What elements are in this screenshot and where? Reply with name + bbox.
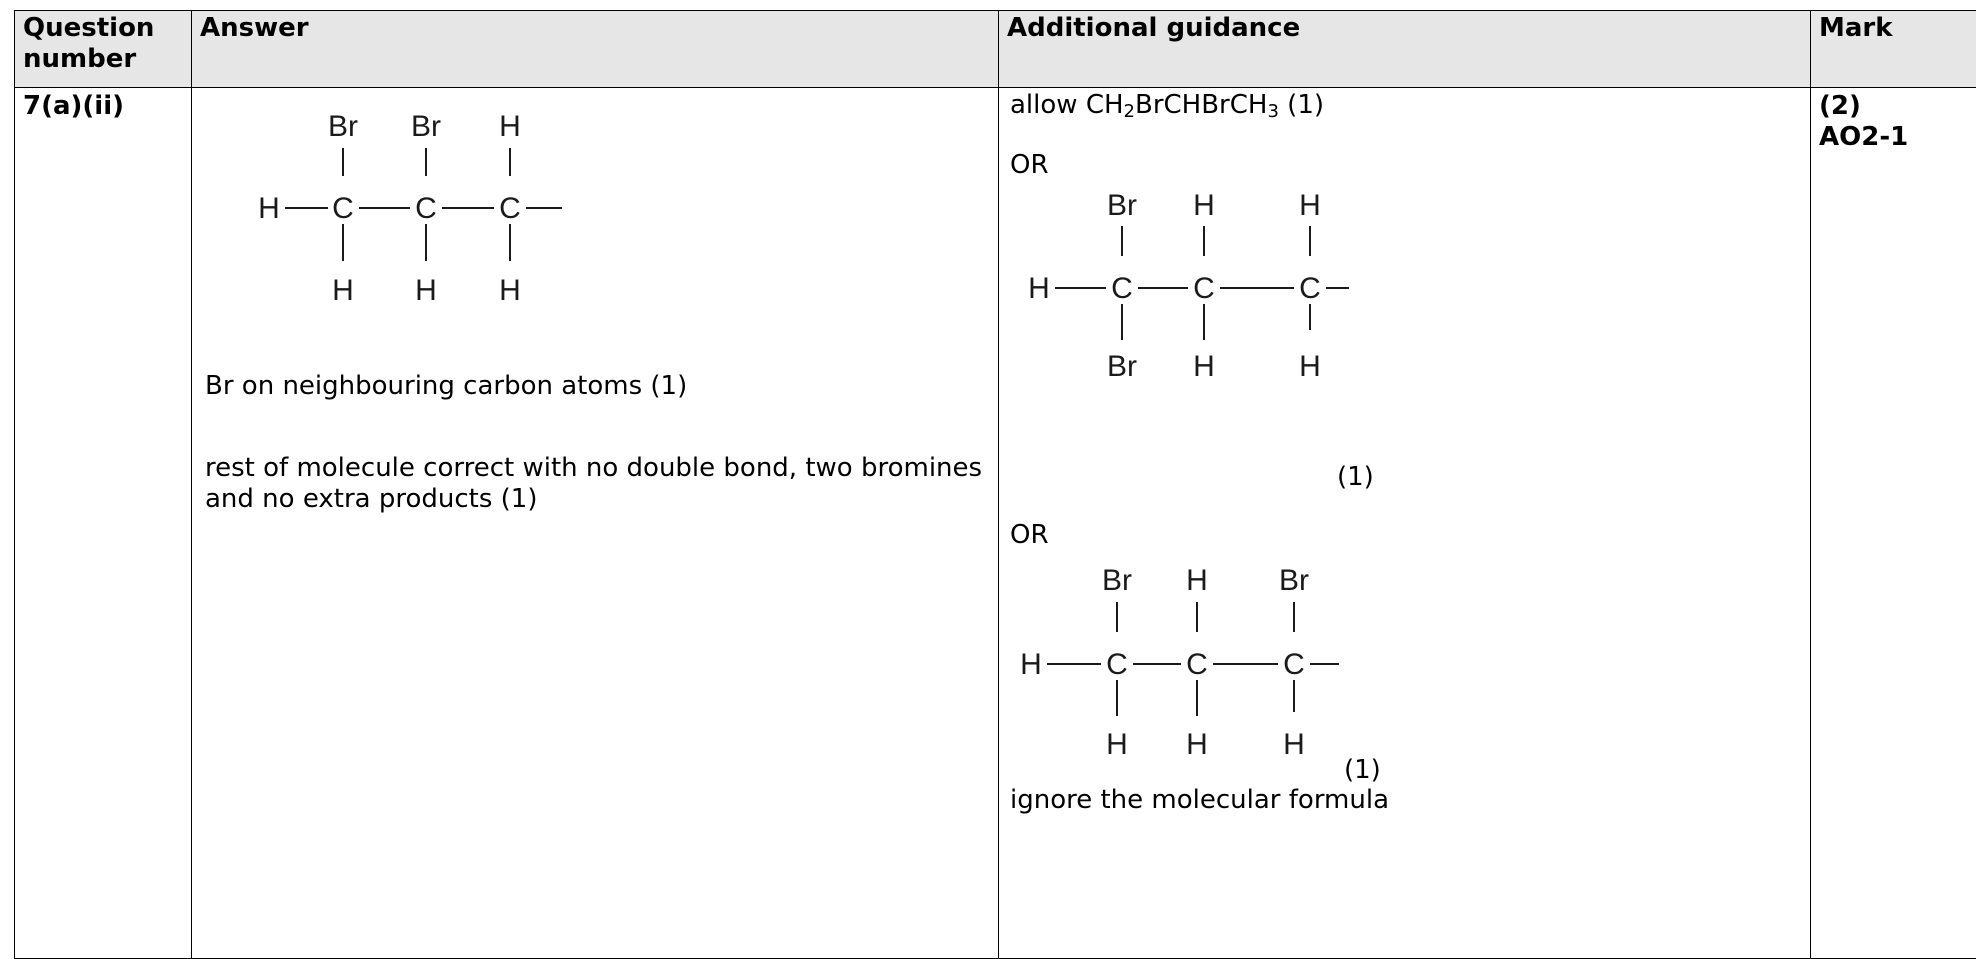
question-number-cell: 7(a)(ii) <box>14 87 192 959</box>
answer-point-1: Br on neighbouring carbon atoms (1) <box>205 371 688 401</box>
mark-cell: (2) AO2-1 <box>1810 87 1976 959</box>
atom-label: C <box>1111 272 1133 305</box>
atom-label: C <box>499 192 521 225</box>
atom-label: Br <box>1107 350 1137 383</box>
atom-label: C <box>415 192 437 225</box>
atom-label: H <box>1299 350 1321 383</box>
atom-label: Br <box>328 110 358 143</box>
alternative-structural-formula-2: Br H Br H C C C H <box>1020 564 1339 761</box>
atom-label: H <box>1028 272 1050 305</box>
answer-point-2: rest of molecule correct with no double … <box>205 453 983 514</box>
or-label-2: OR <box>1010 520 1049 550</box>
answer-header: Answer <box>191 10 999 88</box>
atom-label: H <box>1020 648 1042 681</box>
atom-label: C <box>1106 648 1128 681</box>
question-row: 7(a)(ii) Br Br H H C C C H <box>14 87 1976 959</box>
atom-label: H <box>1299 189 1321 222</box>
atom-label: C <box>1283 648 1305 681</box>
atom-label: H <box>332 274 354 307</box>
atom-label: Br <box>1279 564 1309 597</box>
atom-label: Br <box>1107 189 1137 222</box>
mark-note-1: (1) <box>1337 462 1374 492</box>
mark-note-2: (1) <box>1344 755 1381 785</box>
atom-label: H <box>258 192 280 225</box>
atom-label: H <box>1186 728 1208 761</box>
question-number-header: Question number <box>14 10 192 88</box>
atom-label: H <box>1283 728 1305 761</box>
atom-label: Br <box>1102 564 1132 597</box>
atom-label: C <box>1186 648 1208 681</box>
answer-structural-formula: Br Br H H C C C H <box>258 110 562 307</box>
assessment-objective: AO2-1 <box>1819 122 1909 152</box>
atom-label: H <box>1193 350 1215 383</box>
mark-scheme-table: Question number Answer Additional guidan… <box>14 10 1976 959</box>
answer-cell: Br Br H H C C C H <box>191 87 999 959</box>
atom-label: Br <box>411 110 441 143</box>
or-label-1: OR <box>1010 150 1049 180</box>
atom-label: C <box>1299 272 1321 305</box>
guidance-header: Additional guidance <box>998 10 1811 88</box>
header-row: Question number Answer Additional guidan… <box>14 10 1976 88</box>
atom-label: H <box>1106 728 1128 761</box>
allow-formula-line: allow CH2BrCHBrCH3 (1) <box>1010 90 1324 122</box>
atom-label: H <box>415 274 437 307</box>
ignore-note: ignore the molecular formula <box>1010 785 1390 815</box>
guidance-cell: allow CH2BrCHBrCH3 (1) OR Br H H H C C C… <box>998 87 1811 959</box>
atom-label: H <box>499 110 521 143</box>
atom-label: H <box>1193 189 1215 222</box>
mark-value: (2) <box>1819 91 1861 121</box>
atom-label: H <box>499 274 521 307</box>
atom-label: C <box>1193 272 1215 305</box>
mark-header: Mark <box>1810 10 1976 88</box>
atom-label: H <box>1186 564 1208 597</box>
atom-label: C <box>332 192 354 225</box>
alternative-structural-formula-1: Br H H H C C C H <box>1028 189 1349 383</box>
